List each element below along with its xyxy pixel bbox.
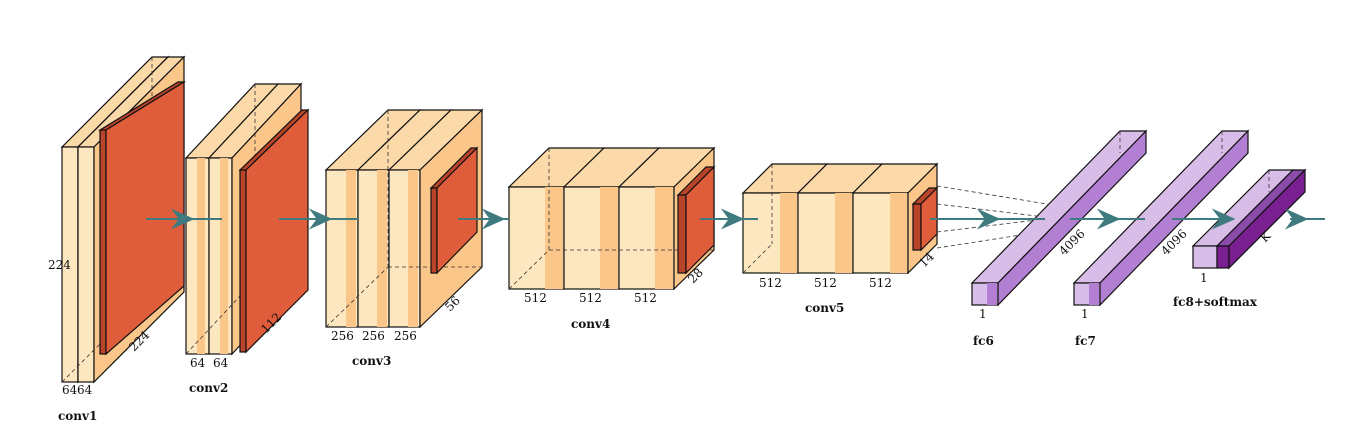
conv4-block xyxy=(507,146,716,291)
fc6-name-label: fc6 xyxy=(973,334,994,348)
arrow-head xyxy=(1284,208,1309,230)
arrow-head xyxy=(720,208,745,230)
arrow-head xyxy=(976,208,1001,230)
conv4-channel-label: 512 xyxy=(524,291,547,305)
conv5-name-label: conv5 xyxy=(805,301,844,315)
fc8-softmax-block xyxy=(1191,168,1307,270)
conv5-channel-label: 512 xyxy=(814,276,837,290)
projection-lines xyxy=(936,185,1054,249)
fc8-width-label: 1 xyxy=(1200,271,1208,285)
conv3-channel-label: 256 xyxy=(331,329,354,343)
conv3-channel-label: 256 xyxy=(362,329,385,343)
conv4-name-label: conv4 xyxy=(571,317,610,331)
arrow-head xyxy=(1096,208,1121,230)
conv3-channel-label: 256 xyxy=(394,329,417,343)
fc7-name-label: fc7 xyxy=(1075,334,1096,348)
conv1-name-label: conv1 xyxy=(58,409,97,423)
conv2-channel-label: 64 xyxy=(213,356,229,370)
conv4-channel-label: 512 xyxy=(634,291,657,305)
arrow-head xyxy=(170,208,195,230)
conv5-block xyxy=(741,162,939,275)
flow-arrows xyxy=(146,208,1325,230)
conv3-block xyxy=(324,108,484,329)
conv1-channel-label: 64 xyxy=(77,383,93,397)
fc6-width-label: 1 xyxy=(979,307,987,321)
conv2-block xyxy=(184,82,310,356)
conv2-channel-label: 64 xyxy=(190,356,206,370)
arrow-head xyxy=(1211,208,1236,230)
conv4-channel-label: 512 xyxy=(579,291,602,305)
conv1-block xyxy=(60,55,187,384)
arrow-head xyxy=(308,208,333,230)
conv5-channel-label: 512 xyxy=(759,276,782,290)
labels: 224 224 64 64 conv1 112 64 64 conv2 56 2… xyxy=(48,227,1274,423)
conv5-channel-label: 512 xyxy=(869,276,892,290)
conv2-name-label: conv2 xyxy=(189,381,228,395)
fc7-width-label: 1 xyxy=(1081,307,1089,321)
conv1-channel-label: 64 xyxy=(62,383,78,397)
conv1-spatial-label: 224 xyxy=(48,258,71,272)
fc8-name-label: fc8+softmax xyxy=(1173,295,1258,309)
conv3-name-label: conv3 xyxy=(352,354,391,368)
arrow-head xyxy=(481,208,506,230)
